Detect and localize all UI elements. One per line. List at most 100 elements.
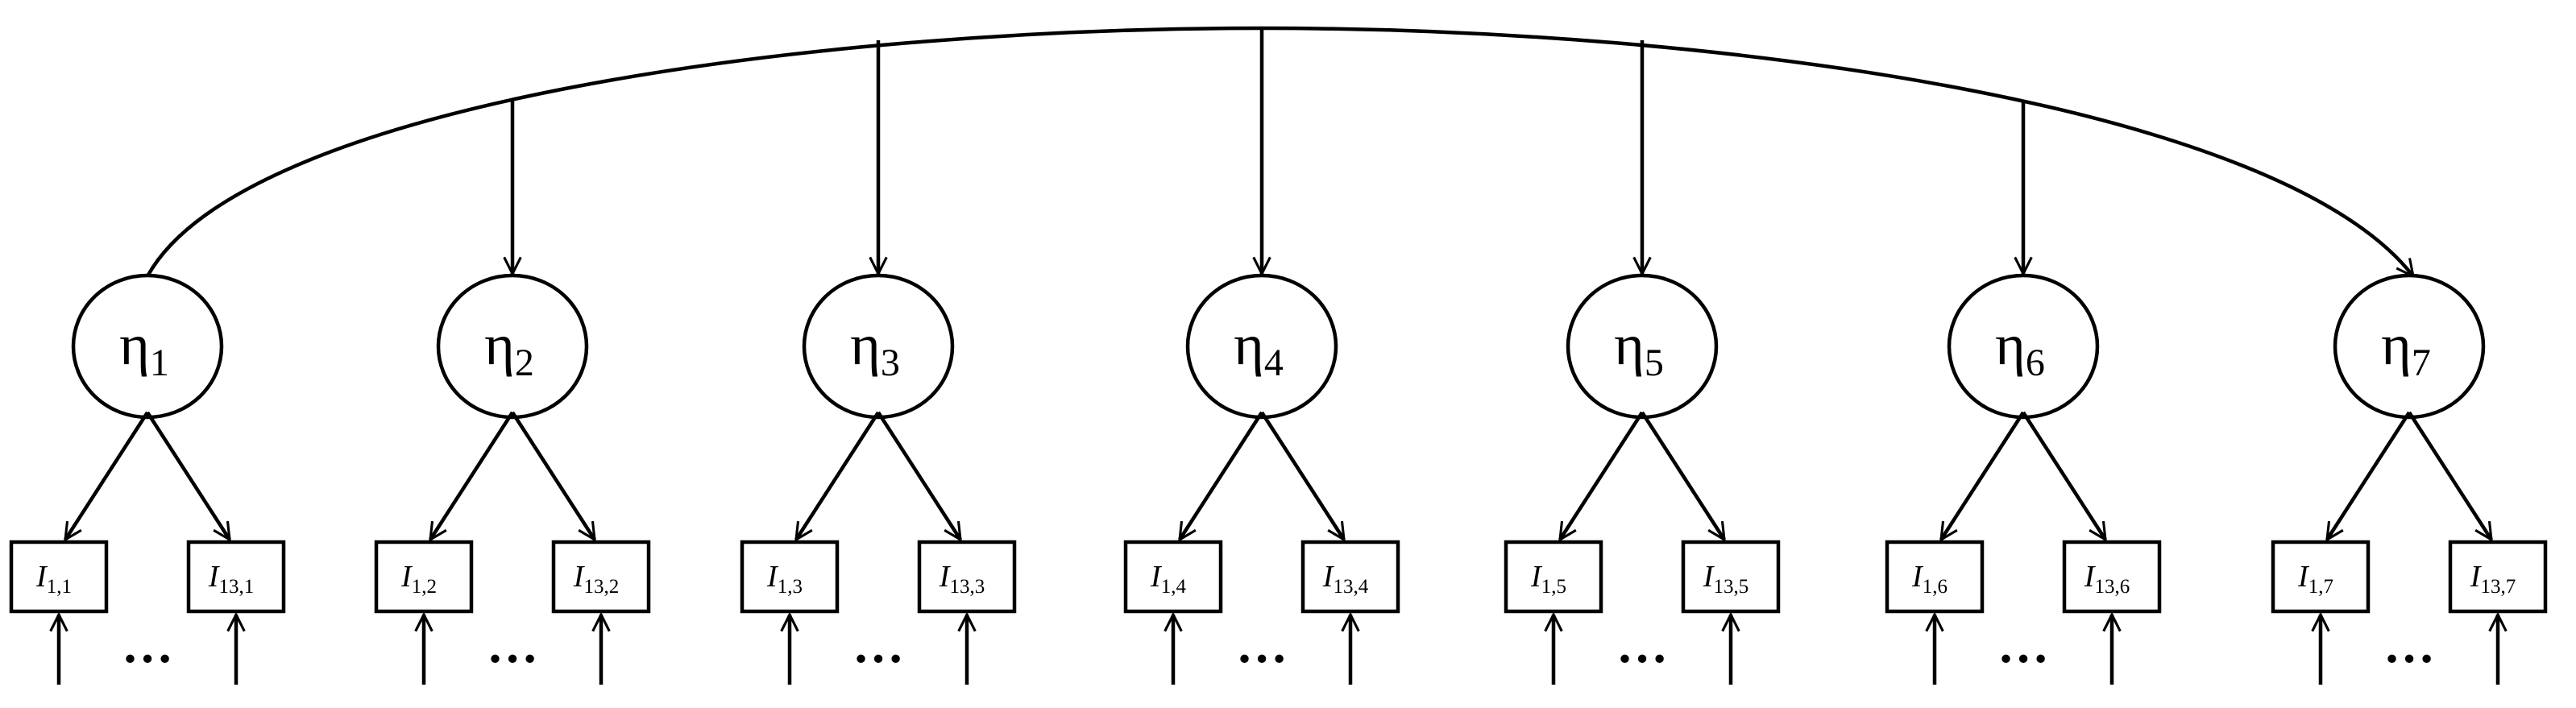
latent-factor-label: η2 (484, 313, 534, 384)
indicator-subscript: 13,7 (2480, 576, 2516, 598)
indicator-subscript: 1,7 (2308, 576, 2333, 598)
indicator-box (2448, 540, 2548, 614)
latent-factor-oval (1947, 273, 2100, 420)
latent-symbol: η (850, 313, 881, 377)
indicator-label: I13,6 (2084, 560, 2130, 598)
latent-factor-label: η4 (1234, 313, 1284, 384)
indicator-subscript: 13,5 (1713, 576, 1748, 598)
indicator-label: I13,5 (1703, 560, 1748, 598)
latent-factor-oval (1566, 273, 1719, 420)
indicator-ellipsis: … (122, 616, 173, 673)
loading-arrow (1939, 411, 2025, 540)
latent-subscript: 6 (2026, 342, 2045, 384)
indicator-subscript: 13,3 (949, 576, 985, 598)
indicator-subscript: 1,6 (1923, 576, 1948, 598)
indicator-subscript: 1,3 (778, 576, 803, 598)
indicator-letter: I (939, 560, 952, 594)
latent-factor-oval (71, 273, 224, 420)
indicator-label: I13,1 (208, 560, 254, 598)
latent-factor-oval (436, 273, 589, 420)
loading-arrow (794, 411, 880, 540)
indicator-box (2062, 540, 2162, 614)
loading-arrow (2022, 411, 2107, 540)
indicator-letter: I (2470, 560, 2483, 594)
indicator-label: I13,4 (1322, 560, 1369, 598)
indicator-subscript: 13,4 (1333, 576, 1368, 598)
indicator-label: I1,5 (1530, 560, 1566, 598)
indicator-letter: I (2084, 560, 2097, 594)
loading-arrow (2325, 411, 2411, 540)
indicator-box (1504, 540, 1603, 614)
indicator-label: I1,2 (400, 560, 437, 598)
indicator-label: I13,7 (2470, 560, 2516, 598)
indicator-letter: I (400, 560, 413, 594)
latent-subscript: 2 (515, 342, 534, 384)
indicator-letter: I (1530, 560, 1543, 594)
loading-arrow (877, 411, 962, 540)
latent-subscript: 4 (1264, 342, 1284, 384)
latent-factor-label: η7 (2381, 313, 2431, 384)
loading-arrow (64, 411, 149, 540)
indicator-ellipsis: … (2383, 616, 2435, 673)
overarching-arc (146, 26, 2413, 276)
indicator-letter: I (1911, 560, 1924, 594)
loading-arrow (1178, 411, 1263, 540)
latent-symbol: η (2381, 313, 2412, 377)
loading-arrow (1641, 411, 1726, 540)
indicator-box (2271, 540, 2371, 614)
indicator-subscript: 1,4 (1161, 576, 1187, 598)
indicator-letter: I (1322, 560, 1335, 594)
indicator-letter: I (35, 560, 48, 594)
latent-factor-label: η1 (119, 313, 169, 384)
indicator-box (1885, 540, 1985, 614)
indicator-label: I1,1 (35, 560, 72, 598)
indicator-box (1681, 540, 1781, 614)
indicator-box (1300, 540, 1400, 614)
indicator-letter: I (1150, 560, 1163, 594)
indicator-ellipsis: … (1236, 616, 1288, 673)
indicator-letter: I (208, 560, 221, 594)
indicator-box (374, 540, 474, 614)
indicator-ellipsis: … (1616, 616, 1668, 673)
indicator-label: I1,6 (1911, 560, 1948, 598)
latent-symbol: η (1995, 313, 2026, 377)
latent-factor-oval (2333, 273, 2486, 420)
loading-arrow (1558, 411, 1644, 540)
indicator-subscript: 1,1 (47, 576, 72, 598)
indicator-ellipsis: … (1997, 616, 2049, 673)
indicator-letter: I (1703, 560, 1715, 594)
indicator-box (740, 540, 840, 614)
indicator-box (9, 540, 109, 614)
indicator-letter: I (766, 560, 779, 594)
indicator-label: I1,4 (1150, 560, 1186, 598)
indicator-box (1123, 540, 1223, 614)
latent-subscript: 5 (1645, 342, 1664, 384)
loading-arrow (2408, 411, 2493, 540)
indicator-subscript: 13,2 (583, 576, 619, 598)
loading-arrow (429, 411, 514, 540)
indicator-letter: I (2297, 560, 2310, 594)
indicator-label: I13,2 (573, 560, 619, 598)
latent-subscript: 7 (2412, 342, 2431, 384)
indicator-subscript: 13,1 (218, 576, 254, 598)
indicator-label: I1,3 (766, 560, 803, 598)
indicator-letter: I (573, 560, 586, 594)
indicator-label: I1,7 (2297, 560, 2333, 598)
latent-factor-label: η3 (850, 313, 900, 384)
indicator-box (551, 540, 651, 614)
latent-factor-oval (802, 273, 955, 420)
indicator-box (186, 540, 286, 614)
latent-factor-label: η5 (1614, 313, 1664, 384)
indicator-label: I13,3 (939, 560, 985, 598)
latent-factor-oval (1185, 273, 1338, 420)
indicator-subscript: 1,2 (412, 576, 437, 598)
